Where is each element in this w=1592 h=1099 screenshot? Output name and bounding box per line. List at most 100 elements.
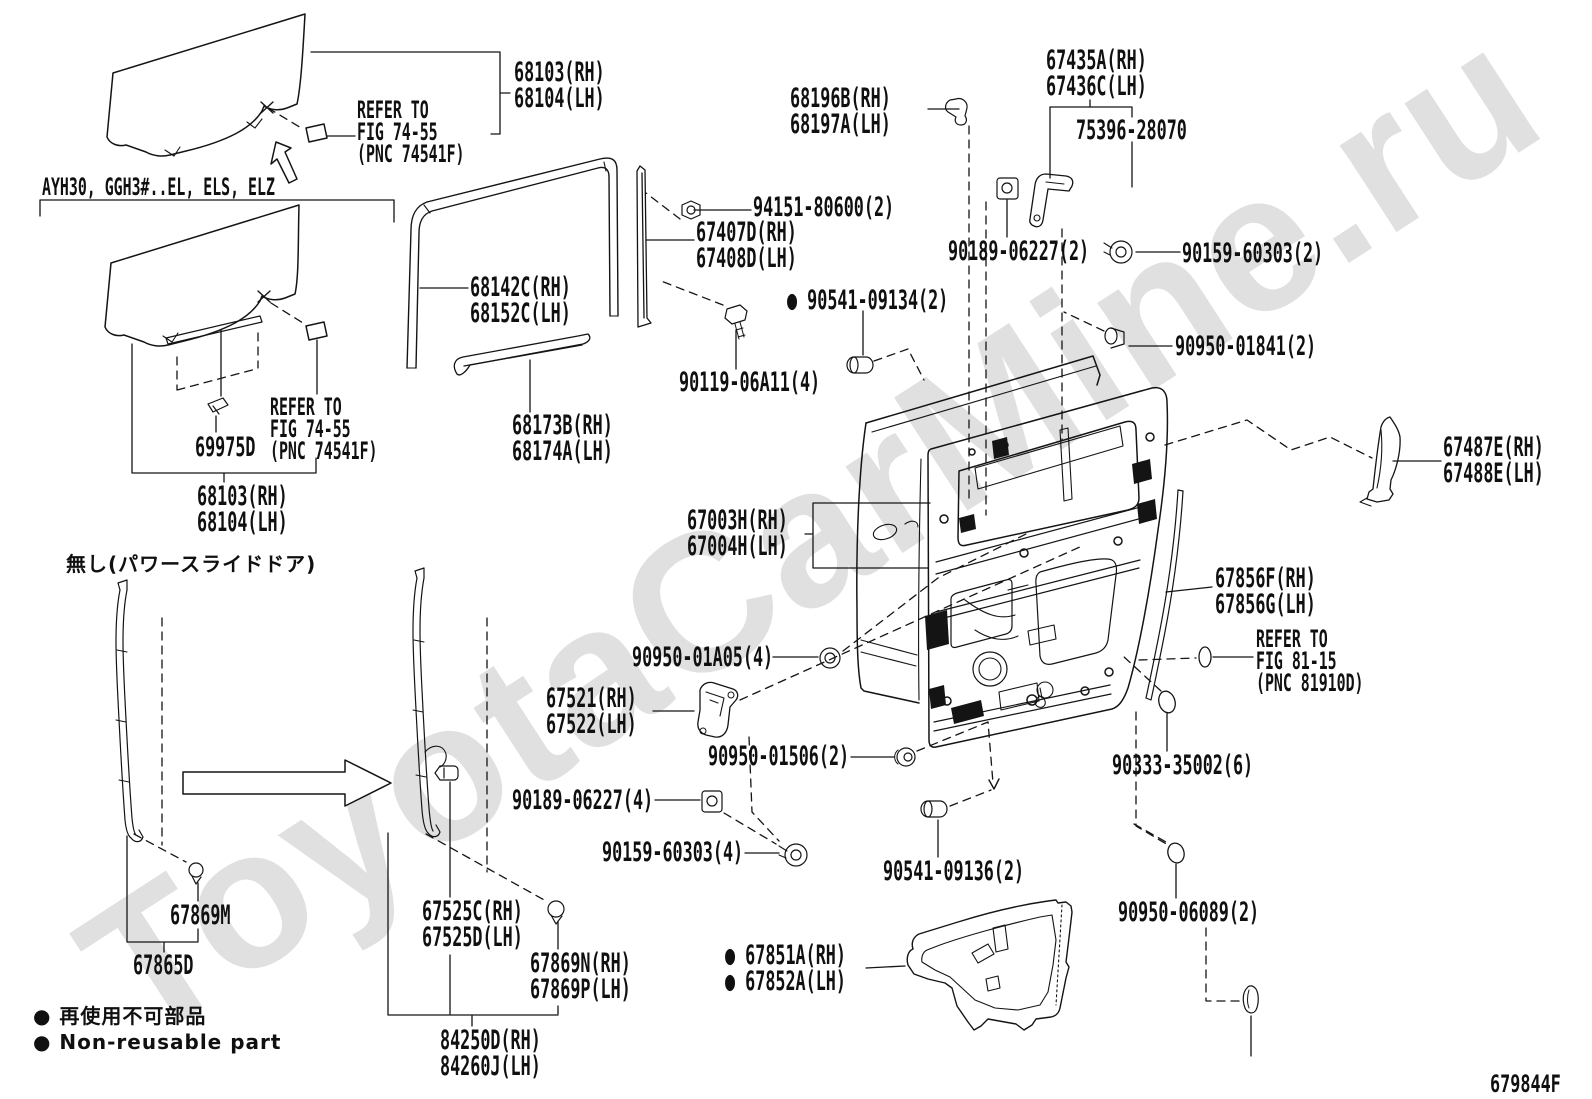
label-67407D: 67407D(RH)67408D(LH) <box>696 217 797 274</box>
grommet-90950-01506 <box>894 747 916 767</box>
label-67487E: 67487E(RH)67488E(LH) <box>1443 434 1544 489</box>
label-68103-upper: 68103(RH)68104(LH) <box>514 57 605 112</box>
grommet-90950-01A05 <box>819 647 841 669</box>
arrow-up-icon <box>270 141 298 184</box>
weatherstrip-67865D <box>115 579 144 843</box>
label-90950-01506: 90950-01506(2) <box>708 743 849 770</box>
pushpin-67869N <box>547 900 565 925</box>
note-refer-8115-line-1: FIG 81-15 <box>1256 647 1337 675</box>
grommet-90950-06089 <box>1167 842 1185 864</box>
label-68173B-line-1: 68174A(LH) <box>512 436 613 467</box>
label-68196B-line-1: 68197A(LH) <box>790 109 891 140</box>
label-67435A-line-1: 67436C(LH) <box>1046 71 1147 102</box>
label-68103-lower-line-1: 68104(LH) <box>197 507 288 538</box>
note-refer-8115-line-2: (PNC 81910D) <box>1256 669 1364 697</box>
label-90950-06089: 90950-06089(2) <box>1118 897 1260 928</box>
legend-non-reusable-jp: ● 再使用不可部品 <box>33 1004 206 1029</box>
label-90541-09136-line-0: 90541-09136(2) <box>883 856 1025 887</box>
grommet-refer-8115 <box>1198 646 1212 668</box>
label-67407D-line-0: 67407D(RH) <box>696 217 797 248</box>
label-67435A: 67435A(RH)67436C(LH) <box>1046 45 1147 102</box>
clip-68196B <box>944 97 968 126</box>
label-75396-line-0: 75396-28070 <box>1076 115 1187 146</box>
label-90333-35002-line-0: 90333-35002(6) <box>1112 750 1254 781</box>
retainer-67856F <box>1145 489 1184 701</box>
label-67487E-line-1: 67488E(LH) <box>1443 458 1544 489</box>
note-refer-8115-line-0: REFER TO <box>1256 625 1328 653</box>
label-90189-06227-4-line-0: 90189-06227(4) <box>512 785 654 816</box>
label-68196B-line-0: 68196B(RH) <box>790 83 891 114</box>
label-90159-60303-4: 90159-60303(4) <box>602 837 744 868</box>
note-power-slide: 無し(パワースライドドア) <box>66 552 316 577</box>
clip-67525C <box>434 765 459 781</box>
label-90119-06A11-line-0: 90119-06A11(4) <box>679 367 821 398</box>
label-67869N: 67869N(RH)67869P(LH) <box>530 950 631 1003</box>
note-ayh30-line-0: AYH30, GGH3#..EL, ELS, ELZ <box>42 173 275 201</box>
clip-90189-06227-lower <box>701 790 723 813</box>
label-90950-01841: 90950-01841(2) <box>1175 333 1316 360</box>
label-67521-line-1: 67522(LH) <box>546 709 637 740</box>
bushing-90541-09136 <box>920 800 948 818</box>
label-90119-06A11: 90119-06A11(4) <box>679 367 821 398</box>
label-67525C: 67525C(RH)67525D(LH) <box>422 898 523 953</box>
grommet-90950-01841 <box>1104 327 1125 349</box>
bracket-67435A <box>1029 173 1074 228</box>
screw-90159-60303-lower <box>778 843 808 867</box>
arrow-right-icon <box>182 759 392 807</box>
note-refer-7455-lower-line-1: FIG 74-55 <box>270 415 351 443</box>
note-refer-7455-upper-line-1: FIG 74-55 <box>357 118 438 146</box>
legend-non-reusable-en: ● Non-reusable part <box>33 1030 281 1055</box>
label-67856F: 67856F(RH)67856G(LH) <box>1215 565 1316 620</box>
label-68173B-line-0: 68173B(RH) <box>512 410 613 441</box>
label-67869M: 67869M <box>170 902 230 929</box>
service-hole-cover-67851A <box>906 899 1073 1031</box>
legend-non-reusable-en-line-0: ● Non-reusable part <box>33 1030 282 1054</box>
clip-69975D <box>207 397 229 415</box>
run-channel-68142C <box>406 157 619 369</box>
label-84250D-line-1: 84260J(LH) <box>440 1051 541 1082</box>
label-67435A-line-0: 67435A(RH) <box>1046 45 1147 76</box>
label-90159-60303-4-line-0: 90159-60303(4) <box>602 837 744 868</box>
label-67521: 67521(RH)67522(LH) <box>546 683 637 740</box>
label-67407D-line-1: 67408D(LH) <box>696 243 797 274</box>
note-refer-7455-upper-line-2: (PNC 74541F) <box>357 140 465 168</box>
label-90333-35002: 90333-35002(6) <box>1112 750 1254 781</box>
label-67525C-line-1: 67525D(LH) <box>422 922 523 953</box>
label-84250D: 84250D(RH)84260J(LH) <box>440 1025 541 1082</box>
leader-lines <box>39 51 1442 1057</box>
label-68196B: 68196B(RH)68197A(LH) <box>790 83 891 140</box>
label-94151-80600-line-0: 94151-80600(2) <box>753 192 895 223</box>
label-67521-line-0: 67521(RH) <box>546 683 637 714</box>
doc-code: 679844F <box>1490 1071 1561 1097</box>
cover-67487E <box>1359 416 1401 507</box>
bracket-67521 <box>697 681 739 738</box>
glass-clip-lower <box>305 321 328 341</box>
label-90541-09136: 90541-09136(2) <box>883 856 1025 887</box>
label-68142C: 68142C(RH)68152C(LH) <box>470 272 571 329</box>
label-68103-upper-line-0: 68103(RH) <box>514 57 605 88</box>
label-90950-06089-line-0: 90950-06089(2) <box>1118 897 1260 928</box>
cross-marks <box>257 101 1000 790</box>
label-84250D-line-0: 84250D(RH) <box>440 1025 541 1056</box>
label-94151-80600: 94151-80600(2) <box>753 192 895 223</box>
label-90159-60303-2: 90159-60303(2) <box>1182 240 1323 267</box>
label-67003H-line-0: 67003H(RH) <box>687 505 788 536</box>
bolt-90119 <box>724 304 748 340</box>
label-67851A-line-0: ● 67851A(RH) <box>725 940 846 971</box>
label-68142C-line-0: 68142C(RH) <box>470 272 571 303</box>
label-67851A-line-1: ● 67852A(LH) <box>725 966 846 997</box>
label-90541-09134: ● 90541-09134(2) <box>787 287 948 314</box>
channel-strip-67407D <box>636 165 652 328</box>
label-68142C-line-1: 68152C(LH) <box>470 298 571 329</box>
door-inner-panel <box>925 386 1169 748</box>
label-69975D-line-0: 69975D <box>195 432 256 463</box>
note-power-slide-line-0: 無し(パワースライドドア) <box>66 552 317 576</box>
label-67856F-line-1: 67856G(LH) <box>1215 589 1316 620</box>
label-67003H: 67003H(RH)67004H(LH) <box>687 505 788 560</box>
label-90189-06227-2-line-0: 90189-06227(2) <box>948 236 1090 267</box>
legend-non-reusable-jp-line-0: ● 再使用不可部品 <box>33 1004 207 1028</box>
dashed-lines <box>133 107 1373 1002</box>
label-67865D: 67865D <box>133 952 193 979</box>
